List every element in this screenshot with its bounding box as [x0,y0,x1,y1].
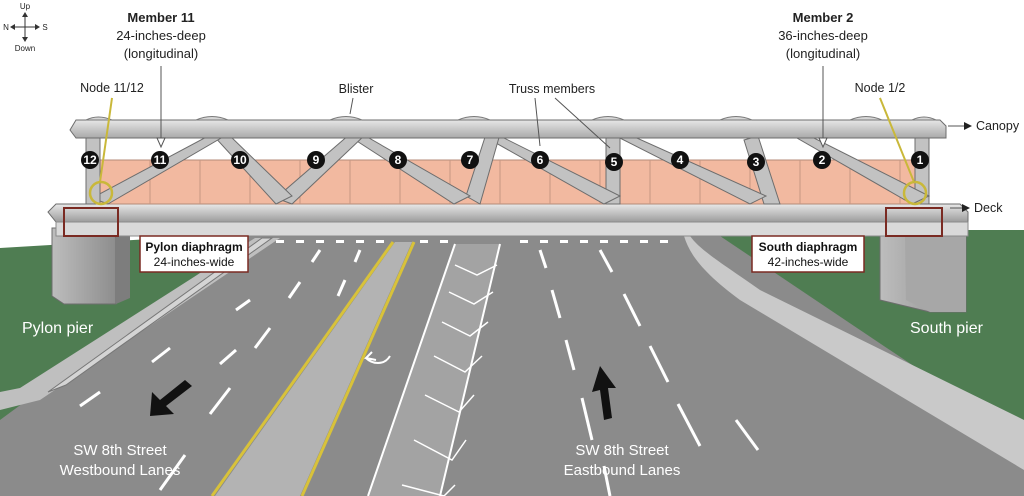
canopy [69,116,947,139]
svg-text:1: 1 [917,153,924,167]
blister-label: Blister [339,82,374,96]
jersey-barrier [47,237,274,393]
member-marker: 10 [231,151,249,169]
node-1-2-label: Node 1/2 [855,81,906,95]
node-1-2-leader [879,97,915,183]
member-marker: 12 [81,151,99,169]
compass-south: S [42,23,47,32]
member-marker: 9 [307,151,325,169]
member-11-title: Member 11 [127,10,194,25]
compass-down: Down [15,44,35,53]
south-diaphragm-outline [885,207,943,237]
svg-text:2: 2 [819,153,826,167]
node-11-12-label: Node 11/12 [80,81,144,95]
member-markers: 1 2 3 4 5 6 7 8 9 10 11 12 [81,151,929,171]
yellow-line-right [300,241,416,496]
member-marker: 11 [151,151,169,169]
member-2-depth: 36-inches-deep [778,28,868,43]
member-marker: 3 [747,153,765,171]
sidewalk-right [684,236,1024,470]
svg-text:7: 7 [467,153,474,167]
pylon-diaphragm-width: 24-inches-wide [154,255,235,269]
svg-text:9: 9 [313,153,320,167]
compass-rose-icon: Up Down N S [3,2,48,53]
south-diaphragm-title: South diaphragm [759,240,858,254]
callout-arrowheads [156,137,828,149]
turn-area [368,244,500,496]
svg-text:8: 8 [395,153,402,167]
south-diaphragm-width: 42-inches-wide [768,255,849,269]
member-marker: 4 [671,151,689,169]
south-diaphragm-callout: South diaphragm 42-inches-wide [751,235,865,273]
westbound-line1: SW 8th Street [73,442,167,459]
compass-up: Up [20,2,31,11]
member-2-orientation: (longitudinal) [786,46,860,61]
lane-dashes [79,249,760,496]
truss-members [85,133,931,205]
compass-north: N [3,23,9,32]
blisters [85,116,937,121]
svg-text:3: 3 [753,155,760,169]
svg-text:5: 5 [611,155,618,169]
node-11-12-leader [99,97,113,183]
eastbound-line2: Eastbound Lanes [564,462,681,479]
pylon-diaphragm-outline [63,207,119,237]
u-turn-arrow-icon [363,351,391,364]
svg-text:10: 10 [233,153,247,167]
eastbound-line1: SW 8th Street [575,442,669,459]
member-marker: 7 [461,151,479,169]
member-2-title: Member 2 [793,10,854,25]
member-marker: 6 [531,151,549,169]
turn-edge-left [367,243,456,496]
glass-panels [99,159,921,205]
median [215,242,412,496]
ground [0,230,1024,496]
member-marker: 2 [813,151,831,169]
deck-label: Deck [974,201,1003,215]
turn-edge-right [439,243,501,496]
westbound-line2: Westbound Lanes [60,462,181,479]
eastbound-arrow-icon [592,366,616,420]
south-pier [879,225,967,313]
pylon-diaphragm-callout: Pylon diaphragm 24-inches-wide [139,235,249,273]
svg-text:6: 6 [537,153,544,167]
node-1-2-highlight [902,180,928,206]
chevron-markings [401,264,498,496]
member-marker: 8 [389,151,407,169]
truss-member [85,133,101,205]
pylon-diaphragm-title: Pylon diaphragm [145,240,242,254]
crosswalk [276,240,668,243]
svg-text:12: 12 [83,153,97,167]
member-marker: 1 [911,151,929,169]
westbound-arrow-icon [150,380,192,416]
pylon-pier [51,227,130,305]
canopy-pointer-icon [964,122,972,130]
svg-text:11: 11 [154,153,167,167]
truss-members-label: Truss members [509,82,595,96]
pylon-pier-label: Pylon pier [22,320,94,337]
canopy-label: Canopy [976,119,1020,133]
member-marker: 5 [605,153,623,171]
yellow-line-left [210,241,395,496]
member-11-orientation: (longitudinal) [124,46,198,61]
south-pier-label: South pier [910,320,984,337]
deck [47,203,969,237]
member-11-depth: 24-inches-deep [116,28,206,43]
svg-text:4: 4 [677,153,684,167]
deck-pointer-icon [962,204,970,212]
